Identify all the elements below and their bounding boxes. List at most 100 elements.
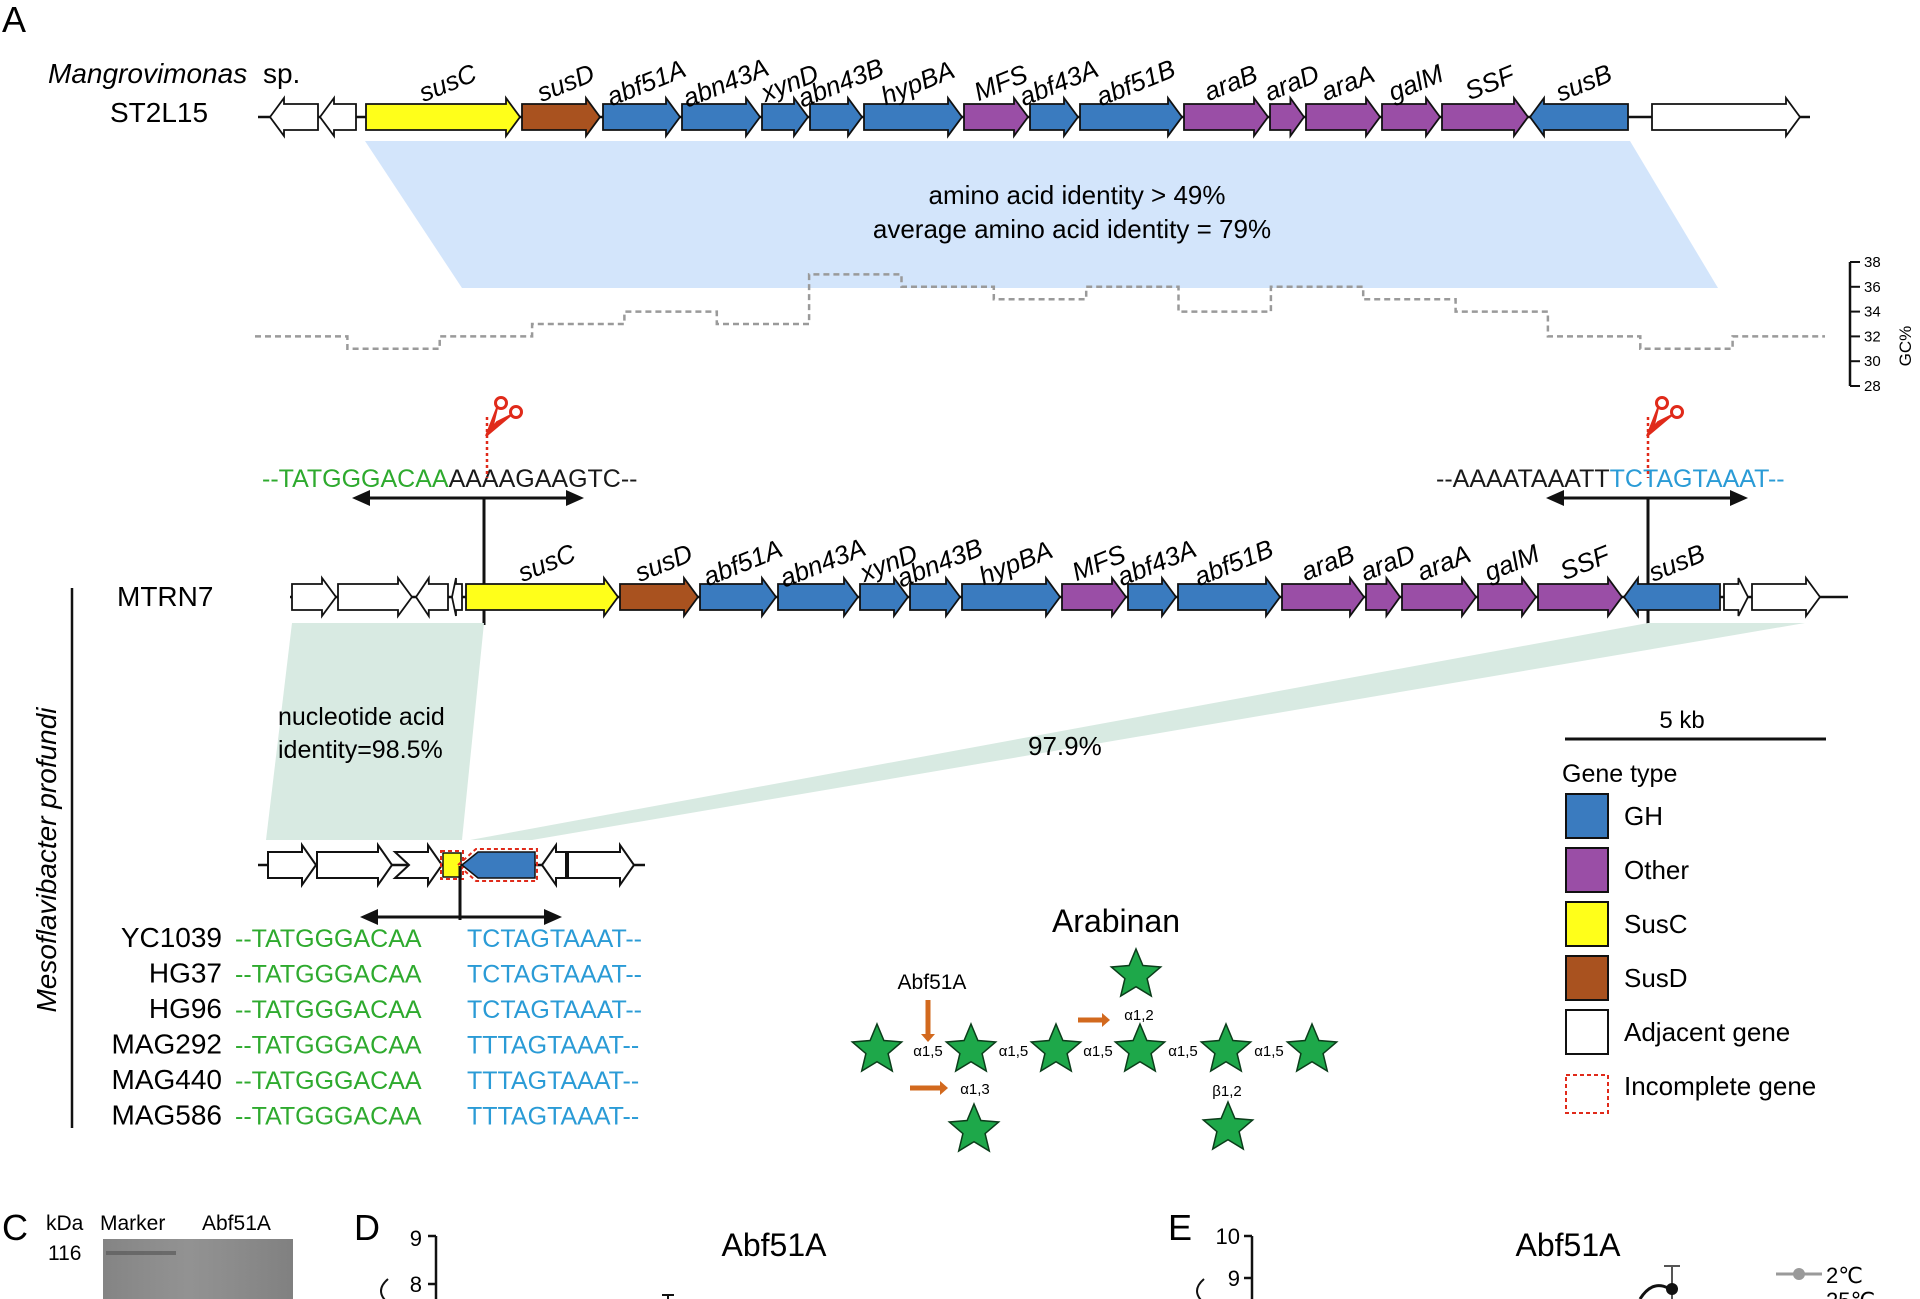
panel-label-c: C <box>2 1207 28 1248</box>
gc-tick-label: 32 <box>1864 328 1881 345</box>
arabinose-star-icon <box>1199 1022 1253 1073</box>
gene-arrow-susD <box>619 575 700 619</box>
linkage-label: α1,2 <box>1124 1007 1154 1024</box>
incomplete-marker <box>456 848 538 882</box>
gene-arrow-susC <box>465 575 620 619</box>
synteny-block-green-left <box>266 623 484 840</box>
linkage-label: α1,5 <box>1168 1043 1198 1060</box>
gene-arrow-araD <box>1269 95 1306 139</box>
linkage-label: α1,5 <box>999 1043 1029 1060</box>
strain-name: YC1039 <box>121 922 222 953</box>
strain-name: HG37 <box>149 958 222 989</box>
arabinose-star-icon <box>850 1022 904 1073</box>
gene-arrow-araA <box>1401 575 1478 619</box>
panel-e-legend-item: 25℃ <box>1826 1288 1875 1299</box>
gene-arrow-araB <box>1281 575 1366 619</box>
linkage-label: β1,2 <box>1212 1083 1241 1100</box>
gene-label: SSF <box>1461 58 1521 106</box>
gene-label: hypBA <box>974 534 1056 591</box>
gene-arrow <box>267 841 318 889</box>
panel-d-tick: 9 <box>410 1226 422 1251</box>
identity-line-2: average amino acid identity = 79% <box>873 214 1271 244</box>
panel-label-a: A <box>2 0 26 40</box>
gc-tick-label: 34 <box>1864 304 1881 321</box>
gene-arrow-susB <box>1622 575 1721 619</box>
gene-arrow-araB <box>1183 95 1270 139</box>
panel-d-tick: 8 <box>410 1272 422 1297</box>
gene-arrow-incomplete-susb <box>460 851 536 879</box>
mtrn7-strain-label: MTRN7 <box>117 581 213 612</box>
gene-label: susD <box>533 58 599 108</box>
panel-e-point <box>1666 1283 1678 1295</box>
nucleotide-identity-line-1: nucleotide acid <box>278 703 445 731</box>
gene-arrow-susC <box>365 95 522 139</box>
gene-arrow-MFS <box>963 95 1030 139</box>
gene-arrow-hypBA <box>961 575 1062 619</box>
scissors-icon <box>485 396 523 478</box>
gene-arrow-abn43B <box>809 95 864 139</box>
gel-lane-label: Abf51A <box>202 1212 271 1235</box>
junction-left-green: --TATGGGACAA <box>262 465 449 493</box>
junction-left-black: AAAAGAAGTC-- <box>449 465 638 493</box>
gene-arrow-galM <box>1381 95 1442 139</box>
gene-arrow-abf51B <box>1177 575 1282 619</box>
gene-arrow-SSF <box>1537 575 1624 619</box>
gene-label: susB <box>1551 58 1616 107</box>
gene-arrow-adjacent <box>291 575 338 619</box>
gene-label: susD <box>631 538 697 588</box>
legend-label: Incomplete gene <box>1624 1071 1816 1101</box>
panel-e-tick: 10 <box>1216 1224 1240 1249</box>
gene-arrow-abf43A <box>1029 95 1080 139</box>
panel-e-title: Abf51A <box>1516 1227 1622 1263</box>
gene-arrow-adjacent <box>268 95 319 139</box>
legend-swatch <box>1565 901 1609 947</box>
scale-bar-label: 5 kb <box>1659 707 1704 734</box>
gene-arrow-adjacent <box>318 95 357 139</box>
mesoflavibacter-gene-track <box>258 841 645 925</box>
linkage-label: α1,5 <box>1083 1043 1113 1060</box>
enzyme-label: Abf51A <box>898 971 967 994</box>
gel-band <box>106 1251 176 1255</box>
legend-label: GH <box>1624 801 1663 831</box>
gene-arrow-adjacent <box>1723 577 1750 617</box>
gel-kda-label: kDa <box>46 1212 84 1235</box>
arabinose-star-icon <box>1285 1022 1339 1073</box>
arabinose-star-icon <box>947 1102 1001 1153</box>
linkage-label: α1,5 <box>1254 1043 1284 1060</box>
gene-arrow-adjacent <box>414 575 449 619</box>
junction-left-sequence: --TATGGGACAAAAAAGAAGTC-- <box>262 465 638 493</box>
gene-arrow-adjacent <box>1751 575 1822 619</box>
strain-name: MAG292 <box>112 1029 223 1060</box>
panel-d-ylabel-fragment <box>380 1278 389 1299</box>
gene-arrow-adjacent <box>337 575 414 619</box>
gene-label: galM <box>1384 58 1448 107</box>
junction-right-sequence: --AAAATAAATTTCTAGTAAAT-- <box>1436 465 1785 493</box>
identity-line-1: amino acid identity > 49% <box>928 180 1225 210</box>
gc-tick-label: 38 <box>1864 254 1881 271</box>
gel-marker-label: Marker <box>100 1212 165 1235</box>
legend-label: Other <box>1624 855 1689 885</box>
panel-e-series-line <box>1638 1284 1669 1299</box>
st2l15-genus: Mangrovimonas <box>48 58 247 89</box>
legend-swatch <box>1565 955 1609 1001</box>
gene-label: hypBA <box>876 54 958 111</box>
gene-arrow-abn43A <box>777 575 860 619</box>
arabinose-star-icon <box>1201 1100 1255 1151</box>
gene-label: susC <box>514 538 580 588</box>
gc-content-track <box>255 273 1825 351</box>
gene-arrow-abn43A <box>681 95 762 139</box>
gene-arrow-hypBA <box>863 95 964 139</box>
panel-d-title: Abf51A <box>722 1227 828 1263</box>
gene-arrow-abf51B <box>1079 95 1184 139</box>
st2l15-strain-label: ST2L15 <box>110 97 208 128</box>
arabinose-star-icon <box>1113 1022 1167 1073</box>
panel-e-ylabel-fragment <box>1196 1278 1205 1299</box>
gc-tick-label: 36 <box>1864 279 1881 296</box>
gene-arrow <box>316 841 394 889</box>
panel-e-legend-item: 2℃ <box>1776 1263 1863 1288</box>
